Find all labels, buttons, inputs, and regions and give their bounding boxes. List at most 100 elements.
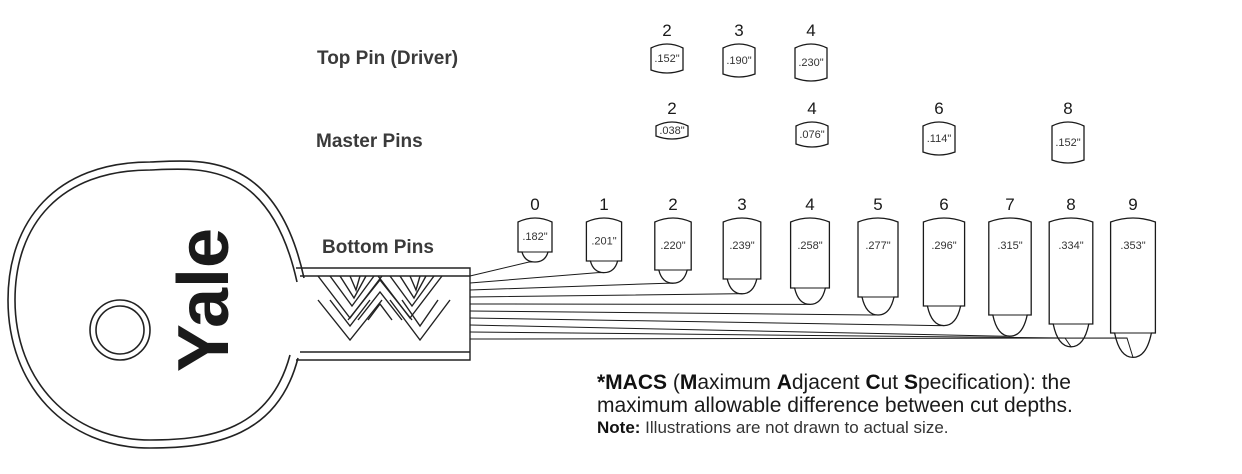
bottom-pin-4-body [789,217,831,306]
bottom-pin-3: 3.239" [722,195,762,295]
bottom-pin-7: 7 .315" [988,195,1032,337]
master-pin-6-size: .114" [927,133,952,145]
bottom-pin-9-body [1109,217,1157,359]
bottom-pin-0-number: 0 [530,195,539,214]
master-pin-4-body [795,121,829,148]
bottom-pin-7-number: 7 [1005,195,1014,214]
bottom-pin-5-leader [469,310,878,316]
bottom-pin-8: 8 .334" [1048,195,1094,348]
bottom-pin-3-size: .239" [729,240,754,252]
macs-m-rest: aximum [697,371,777,394]
top-pin-3-size: .190" [726,55,751,67]
bottom-pin-1-leader [469,272,604,284]
note-line: Note: Illustrations are not drawn to act… [597,417,1237,439]
master-pin-4-size: .076" [799,129,824,141]
macs-line-2: maximum allowable difference between cut… [597,394,1073,417]
master-pin-6: 6 .114" [922,99,956,156]
note-text: Illustrations are not drawn to actual si… [640,418,949,437]
bottom-pin-6-leader [469,317,944,327]
master-pins-label: Master Pins [316,131,423,152]
top-pin-2: 2 .152" [650,21,684,74]
top-pin-4: 4 .230" [794,21,828,82]
top-pin-3-number: 3 [734,21,743,40]
master-pin-6-body [922,121,956,156]
bottom-pin-7-size: .315" [997,240,1022,252]
macs-c-rest: ut [880,371,904,394]
bottom-pin-2-size: .220" [660,240,685,252]
bottom-pin-3-body [722,217,762,295]
key-blade [296,267,471,361]
bottom-pin-5-size: .277" [865,240,890,252]
bottom-pin-0-body [517,217,553,263]
macs-line-1: *MACS (Maximum Adjacent Cut Specificatio… [597,371,1237,394]
bottom-pin-7-body [988,217,1032,337]
macs-lead: *MACS [597,371,668,394]
bottom-pin-5-number: 5 [873,195,882,214]
master-pin-8: 8 .152" [1051,99,1085,164]
macs-paren: ( [667,371,680,394]
top-pin-2-number: 2 [662,21,671,40]
bottom-pin-1-body [585,217,623,274]
master-pin-2-size: .038" [659,125,684,137]
key-hole [89,299,151,361]
bottom-pin-2-number: 2 [668,195,677,214]
top-pin-label: Top Pin (Driver) [317,48,459,69]
macs-s: S [903,371,918,394]
macs-a: A [776,371,792,394]
bottom-pin-1-number: 1 [599,195,608,214]
master-pin-2-number: 2 [667,99,676,118]
master-pin-2: 2 .038" [655,99,689,140]
bottom-pin-9-size: .353" [1120,240,1145,252]
top-pin-3-body [722,43,756,78]
top-pin-4-number: 4 [806,21,815,40]
bottom-pin-9-leader [469,337,1134,358]
master-pin-4-number: 4 [807,99,816,118]
bottom-pin-9: 9 .353" [1109,195,1157,359]
master-pin-2-body [655,121,689,140]
macs-c: C [865,371,881,394]
macs-s-rest: pecification): the [917,371,1071,394]
bottom-pin-0: 0 .182" [517,195,553,263]
logo-text: Yale [164,228,244,372]
bottom-pins-label: Bottom Pins [322,237,434,258]
bottom-pin-4-size: .258" [797,240,822,252]
bottom-pin-7-leader [469,324,1010,337]
macs-m: M [679,371,698,394]
bottom-pin-6-size: .296" [931,240,956,252]
bottom-pin-0-size: .182" [522,231,547,243]
bottom-pin-4-number: 4 [805,195,814,214]
top-pin-2-body [650,43,684,74]
bottom-pin-9-number: 9 [1128,195,1137,214]
bottom-pin-0-leader [469,261,535,277]
bottom-pin-6-number: 6 [939,195,948,214]
key-bow [7,160,305,449]
top-pin-4-size: .230" [798,57,823,69]
bottom-pin-2: 2 .220" [654,195,692,284]
bottom-pin-2-leader [469,282,673,291]
macs-notes: *MACS (Maximum Adjacent Cut Specificatio… [597,371,1237,439]
bottom-pin-3-leader [469,293,742,298]
master-pin-4: 4 .076" [795,99,829,148]
master-pin-6-number: 6 [934,99,943,118]
master-pin-8-size: .152" [1055,137,1080,149]
bottom-pin-5: 5 .277" [857,195,899,316]
bottom-pin-4: 4 .258" [789,195,831,306]
top-pin-2-size: .152" [654,53,679,65]
top-pin-3: 3 .190" [722,21,756,78]
master-pin-8-number: 8 [1063,99,1072,118]
top-pin-4-body [794,43,828,82]
bottom-pin-1-size: .201" [591,236,616,248]
macs-a-rest: djacent [791,371,866,394]
note-label: Note: [597,418,641,437]
bottom-pin-8-body [1048,217,1094,348]
master-pin-8-body [1051,121,1085,164]
bottom-pin-1: 1 .201" [585,195,623,274]
bottom-pin-8-number: 8 [1066,195,1075,214]
bottom-pin-2-body [654,217,692,284]
bottom-pin-8-size: .334" [1058,240,1083,252]
bottom-pin-6: 6 .296" [922,195,966,327]
